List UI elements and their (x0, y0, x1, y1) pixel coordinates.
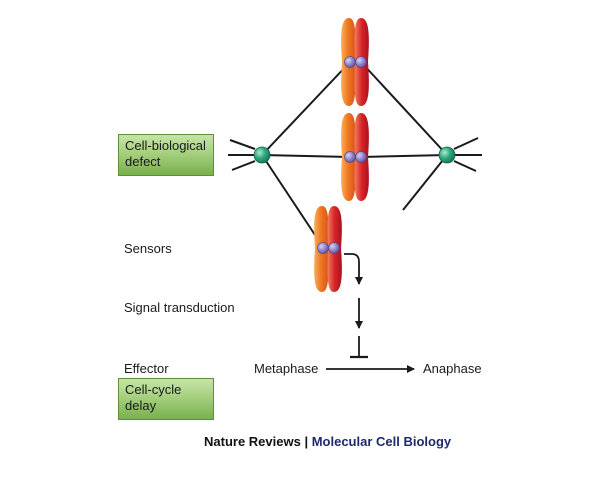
chromosome-lower (314, 206, 342, 292)
cell-cycle-delay-box: Cell-cycle delay (118, 378, 214, 420)
kinetochore (344, 56, 356, 68)
defect-label-line2: defect (125, 154, 161, 169)
chromosome-top (341, 18, 369, 106)
credit-publisher: Nature Reviews (204, 434, 301, 449)
kinetochore (328, 242, 340, 254)
aster-rays (228, 137, 482, 172)
kinetochore (355, 56, 367, 68)
credit-separator: | (300, 434, 312, 449)
right-spindle-pole (438, 146, 456, 164)
delay-label-line2: delay (125, 398, 157, 413)
kinetochore (344, 151, 356, 163)
chromosome-middle (341, 113, 369, 201)
cell-biological-defect-box: Cell-biological defect (118, 134, 214, 176)
defect-label-line1: Cell-biological (125, 138, 206, 153)
publication-credit: Nature Reviews | Molecular Cell Biology (204, 434, 451, 449)
fibre-left-to-top (261, 61, 351, 156)
fibre-middle-to-right (360, 154, 448, 158)
kinetochore (317, 242, 329, 254)
signal-transduction-label: Signal transduction (124, 300, 235, 315)
effector-label: Effector (124, 361, 169, 376)
kinetochore (355, 151, 367, 163)
fibre-left-to-lower (261, 154, 324, 248)
sensors-label: Sensors (124, 241, 172, 256)
sensor-signal-arrow (344, 253, 363, 285)
left-spindle-pole (253, 146, 271, 164)
fibre-top-to-right (360, 61, 448, 156)
credit-journal: Molecular Cell Biology (311, 434, 452, 449)
delay-label-line1: Cell-cycle (125, 382, 182, 397)
metaphase-label: Metaphase (254, 361, 319, 376)
spindle-fibres (261, 61, 448, 248)
fibre-left-to-middle (261, 154, 351, 158)
fibre-right-free-end (402, 154, 448, 211)
anaphase-label: Anaphase (423, 361, 482, 376)
signal-pathway (326, 253, 415, 373)
